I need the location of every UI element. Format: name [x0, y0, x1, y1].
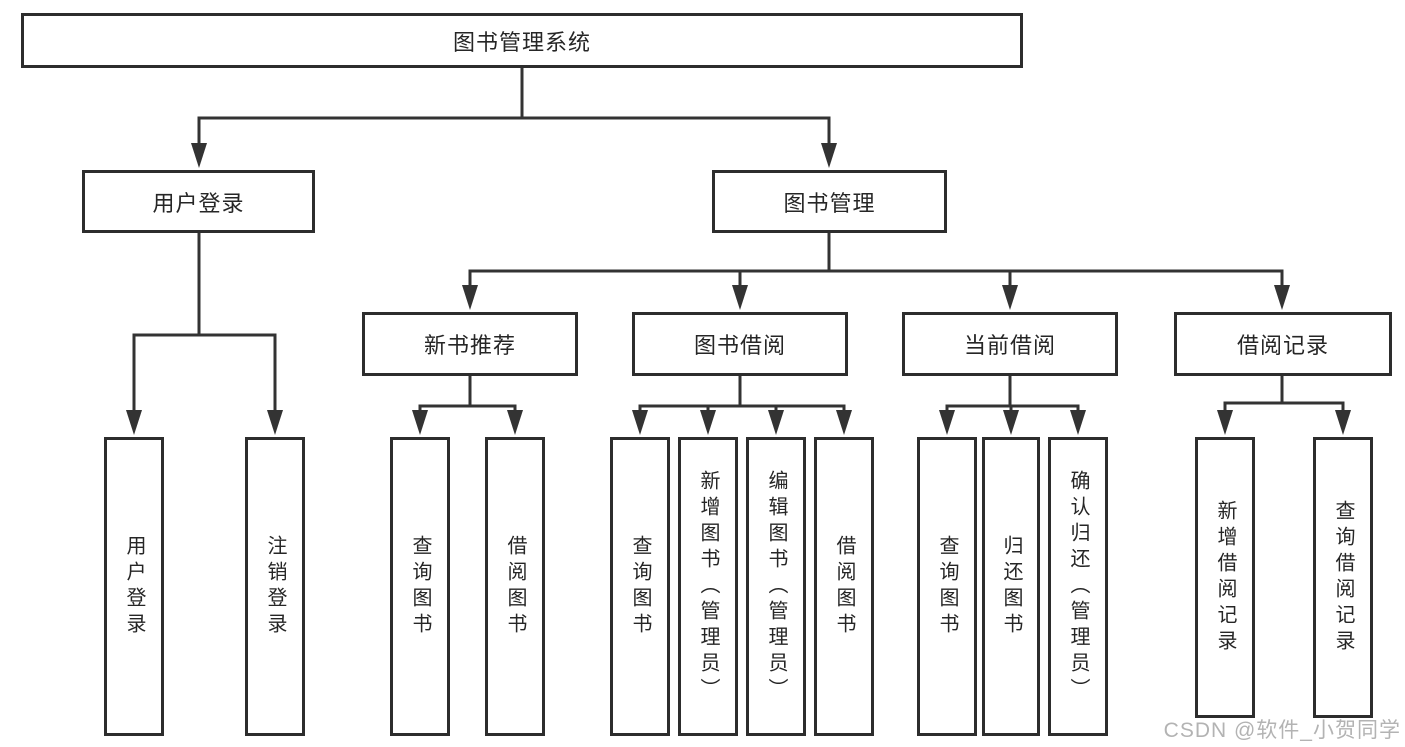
arrowhead-icon [507, 410, 523, 435]
arrowhead-icon [1003, 410, 1019, 435]
leaf-label: 查询图书 [409, 534, 431, 639]
leaf-borrow-add-books-admin: 新增图书（管理员） [678, 437, 738, 736]
arrowhead-icon [126, 410, 142, 435]
node-current-borrow: 当前借阅 [902, 312, 1118, 376]
leaf-current-confirm-return-admin: 确认归还（管理员） [1048, 437, 1108, 736]
arrowhead-icon [412, 410, 428, 435]
leaf-label: 查询图书 [936, 534, 958, 639]
leaf-recommend-query-books: 查询图书 [390, 437, 450, 736]
node-root-library-system: 图书管理系统 [21, 13, 1023, 68]
leaf-current-return-books: 归还图书 [982, 437, 1040, 736]
leaf-label: 借阅图书 [504, 534, 526, 639]
leaf-borrow-edit-books-admin: 编辑图书（管理员） [746, 437, 806, 736]
arrowhead-icon [1070, 410, 1086, 435]
leaf-label: 新增借阅记录 [1214, 499, 1236, 656]
watermark: CSDN @软件_小贺同学 [1163, 719, 1401, 742]
leaf-label: 用户登录 [123, 534, 145, 639]
arrowhead-icon [821, 143, 837, 168]
arrowhead-icon [768, 410, 784, 435]
arrowhead-icon [939, 410, 955, 435]
leaf-label: 借阅图书 [833, 534, 855, 639]
arrowhead-icon [462, 285, 478, 310]
leaf-label: 注销登录 [264, 534, 286, 639]
leaf-label: 编辑图书（管理员） [765, 469, 787, 704]
arrowhead-icon [732, 285, 748, 310]
arrowhead-icon [836, 410, 852, 435]
leaf-recommend-borrow-books: 借阅图书 [485, 437, 545, 736]
leaf-label: 归还图书 [1000, 534, 1022, 639]
leaf-borrow-borrow-books: 借阅图书 [814, 437, 874, 736]
arrowhead-icon [1274, 285, 1290, 310]
leaf-label: 查询图书 [629, 534, 651, 639]
leaf-label: 查询借阅记录 [1332, 499, 1354, 656]
leaf-current-query-books: 查询图书 [917, 437, 977, 736]
node-borrow-records: 借阅记录 [1174, 312, 1392, 376]
node-book-management: 图书管理 [712, 170, 947, 233]
arrowhead-icon [267, 410, 283, 435]
arrowhead-icon [632, 410, 648, 435]
leaf-borrow-query-books: 查询图书 [610, 437, 670, 736]
node-book-borrow: 图书借阅 [632, 312, 848, 376]
leaf-label: 新增图书（管理员） [697, 469, 719, 704]
arrowhead-icon [700, 410, 716, 435]
arrowhead-icon [1002, 285, 1018, 310]
leaf-records-add-record: 新增借阅记录 [1195, 437, 1255, 718]
leaf-records-query-record: 查询借阅记录 [1313, 437, 1373, 718]
leaf-logout: 注销登录 [245, 437, 305, 736]
node-new-book-recommend: 新书推荐 [362, 312, 578, 376]
leaf-user-login: 用户登录 [104, 437, 164, 736]
arrowhead-icon [1335, 410, 1351, 435]
leaf-label: 确认归还（管理员） [1067, 469, 1089, 704]
arrowhead-icon [191, 143, 207, 168]
node-user-login: 用户登录 [82, 170, 315, 233]
arrowhead-icon [1217, 410, 1233, 435]
